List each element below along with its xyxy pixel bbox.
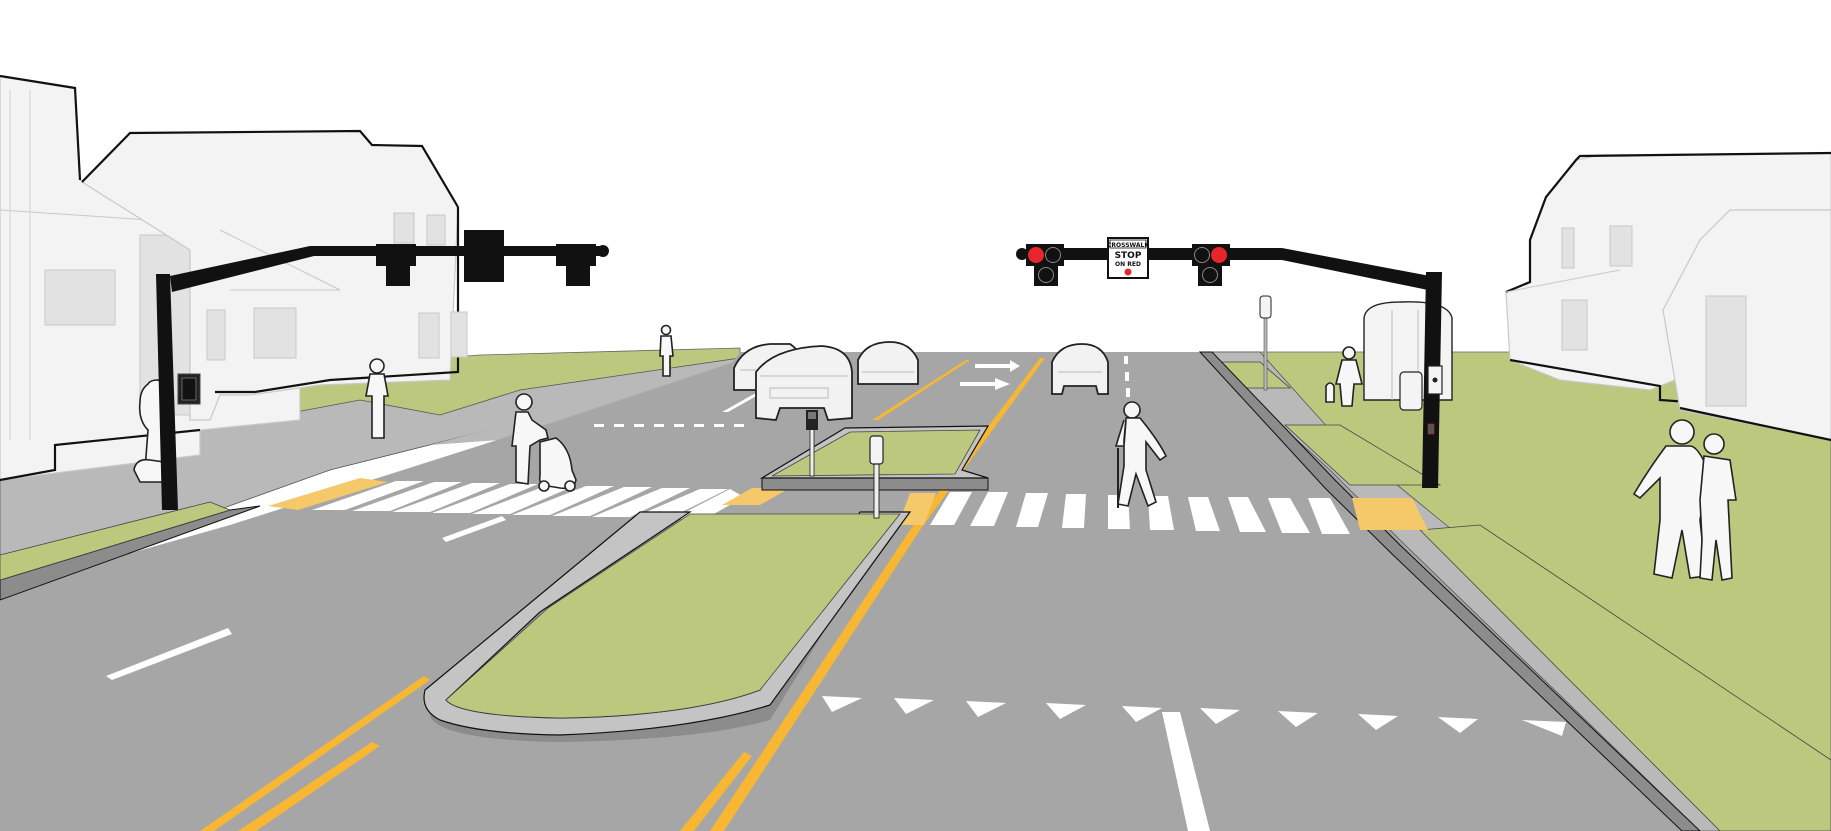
median-island-near	[423, 511, 912, 742]
tactile-pad-right-median	[898, 493, 936, 525]
far-lane-dash-3	[1126, 388, 1130, 397]
lane-dash-left-2	[442, 516, 506, 542]
yellow-centerline-right-b	[680, 752, 752, 831]
right-grass-strip-near-signal	[1283, 424, 1442, 486]
yellow-centerline-left-b	[238, 742, 380, 831]
right-curb	[1198, 351, 1701, 831]
pedestrian-standing	[365, 358, 389, 439]
median-ped-push-button-post	[869, 435, 884, 519]
yellow-centerline-far-left	[872, 360, 970, 420]
sign-line-3: ON RED	[1115, 261, 1141, 268]
yellow-centerline-right-a	[710, 358, 1045, 831]
pedestrian-couple	[1632, 419, 1737, 581]
right-grass-strip	[1419, 524, 1831, 831]
pedestrian-with-dog-right	[1325, 346, 1364, 407]
yellow-centerline-left-a	[200, 676, 430, 831]
lane-line-right	[1162, 712, 1210, 831]
sign-line-2: STOP	[1115, 251, 1142, 261]
sign-line-1: CROSSWALK	[1107, 242, 1149, 249]
far-lane-dash-1	[1124, 356, 1128, 364]
median-ped-signal-far	[806, 410, 818, 477]
tactile-pad-right-corner	[1352, 498, 1428, 530]
sign-red-dot	[1124, 268, 1132, 276]
yield-line-triangles	[822, 696, 1566, 736]
left-grass-strip	[0, 501, 232, 581]
hatchback	[857, 341, 919, 385]
signal-head-left-3	[556, 244, 596, 266]
pedestrian-with-stroller	[511, 393, 577, 492]
pedestrian-with-cane	[1114, 401, 1168, 508]
crosswalk-stop-on-red-sign: CROSSWALK STOP ON RED	[1107, 237, 1149, 279]
left-signal-mast	[156, 230, 609, 510]
signal-head-left-1-lower	[386, 264, 410, 286]
far-dashed-line	[594, 394, 760, 427]
pedestrian-distant	[659, 324, 674, 377]
house-left-background	[81, 129, 468, 421]
far-sign-post	[1259, 295, 1272, 391]
sedan-right	[1051, 343, 1109, 395]
lane-dash-left	[106, 628, 232, 680]
far-lane-dash-2	[1125, 372, 1129, 381]
house-right	[1505, 151, 1831, 442]
right-crosswalk	[930, 492, 1350, 534]
signal-lamp-red-2	[1211, 247, 1227, 263]
two-way-turn-arrows	[960, 360, 1020, 390]
signal-head-left-3-lower	[566, 264, 590, 286]
signal-lamp-red-1	[1028, 247, 1044, 263]
signal-head-left-1	[376, 244, 416, 266]
tactile-pad-left-corner	[268, 478, 388, 510]
jeep	[755, 345, 853, 421]
signal-head-left-2	[464, 230, 504, 282]
tactile-pad-left-median	[722, 488, 790, 505]
trash-can	[1399, 371, 1423, 411]
